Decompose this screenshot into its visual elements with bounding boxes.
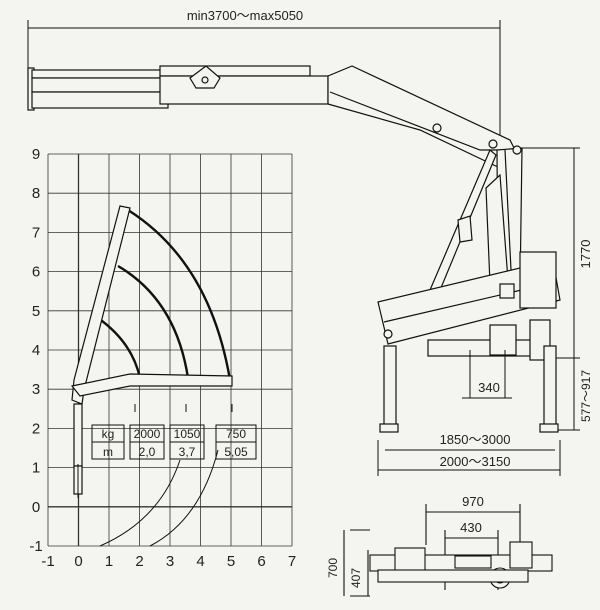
table-header-kg: kg bbox=[102, 427, 115, 441]
top-dimension-label: min3700～max5050 bbox=[187, 8, 303, 23]
x-tick-label: 5 bbox=[227, 553, 235, 570]
x-tick-label: -1 bbox=[41, 553, 54, 570]
x-tick-label: 3 bbox=[166, 553, 174, 570]
boom-chart bbox=[70, 205, 233, 498]
plan-view bbox=[343, 504, 553, 597]
y-tick-label: 7 bbox=[32, 224, 40, 241]
y-tick-label: 6 bbox=[32, 264, 40, 281]
x-tick-label: 7 bbox=[288, 553, 296, 570]
support-legs bbox=[379, 345, 559, 433]
table-header-m: m bbox=[103, 445, 113, 459]
x-tick-label: 2 bbox=[135, 553, 143, 570]
load-value-2: 1050 bbox=[174, 427, 201, 441]
y-tick-label: 4 bbox=[32, 342, 40, 359]
height-dimension-label: 1770 bbox=[578, 240, 593, 269]
load-value-1: 2000 bbox=[134, 427, 161, 441]
right-dimensions bbox=[462, 147, 580, 431]
radius-value-2: 3,7 bbox=[179, 445, 196, 459]
y-tick-label: 3 bbox=[32, 381, 40, 398]
plan-depth-inner-label: 407 bbox=[349, 568, 363, 588]
dim-340-label: 340 bbox=[478, 380, 500, 395]
y-tick-label: 8 bbox=[32, 185, 40, 202]
x-tick-label: 0 bbox=[74, 553, 82, 570]
x-tick-label: 6 bbox=[257, 553, 265, 570]
load-table bbox=[91, 404, 257, 460]
load-chart-axis-labels: 9 8 7 6 5 4 3 2 1 0 -1-1 0 1 2 3 4 5 6 7 bbox=[29, 146, 296, 570]
outrigger-inner-label: 1850～3000 bbox=[440, 432, 511, 447]
top-dimension: min3700～max5050 bbox=[27, 8, 501, 150]
y-tick-label: 1 bbox=[32, 460, 40, 477]
x-tick-label: 1 bbox=[105, 553, 113, 570]
plan-width-label: 970 bbox=[462, 494, 484, 509]
crane-column bbox=[429, 145, 523, 296]
outrigger-outer-label: 2000～3150 bbox=[440, 454, 511, 469]
y-tick-label: 5 bbox=[32, 303, 40, 320]
outrigger-beam bbox=[377, 251, 561, 361]
radius-value-3: 5,05 bbox=[224, 445, 248, 459]
boom-upper bbox=[27, 65, 521, 169]
load-table-text: kg m 2000 2,0 1050 3,7 750 5,05 bbox=[102, 427, 248, 459]
plan-inner-label: 430 bbox=[460, 520, 482, 535]
plan-depth-label: 700 bbox=[326, 558, 340, 578]
leg-dimension-label: 577～917 bbox=[579, 370, 593, 422]
y-tick-label: 9 bbox=[32, 146, 40, 163]
reach-curves bbox=[99, 449, 219, 547]
load-value-3: 750 bbox=[226, 427, 246, 441]
y-tick-label: 2 bbox=[32, 420, 40, 437]
y-tick-label: -1 bbox=[29, 538, 42, 555]
y-tick-label: 0 bbox=[32, 499, 40, 516]
span-dimensions bbox=[377, 440, 561, 476]
x-tick-label: 4 bbox=[196, 553, 204, 570]
radius-value-1: 2,0 bbox=[139, 445, 156, 459]
